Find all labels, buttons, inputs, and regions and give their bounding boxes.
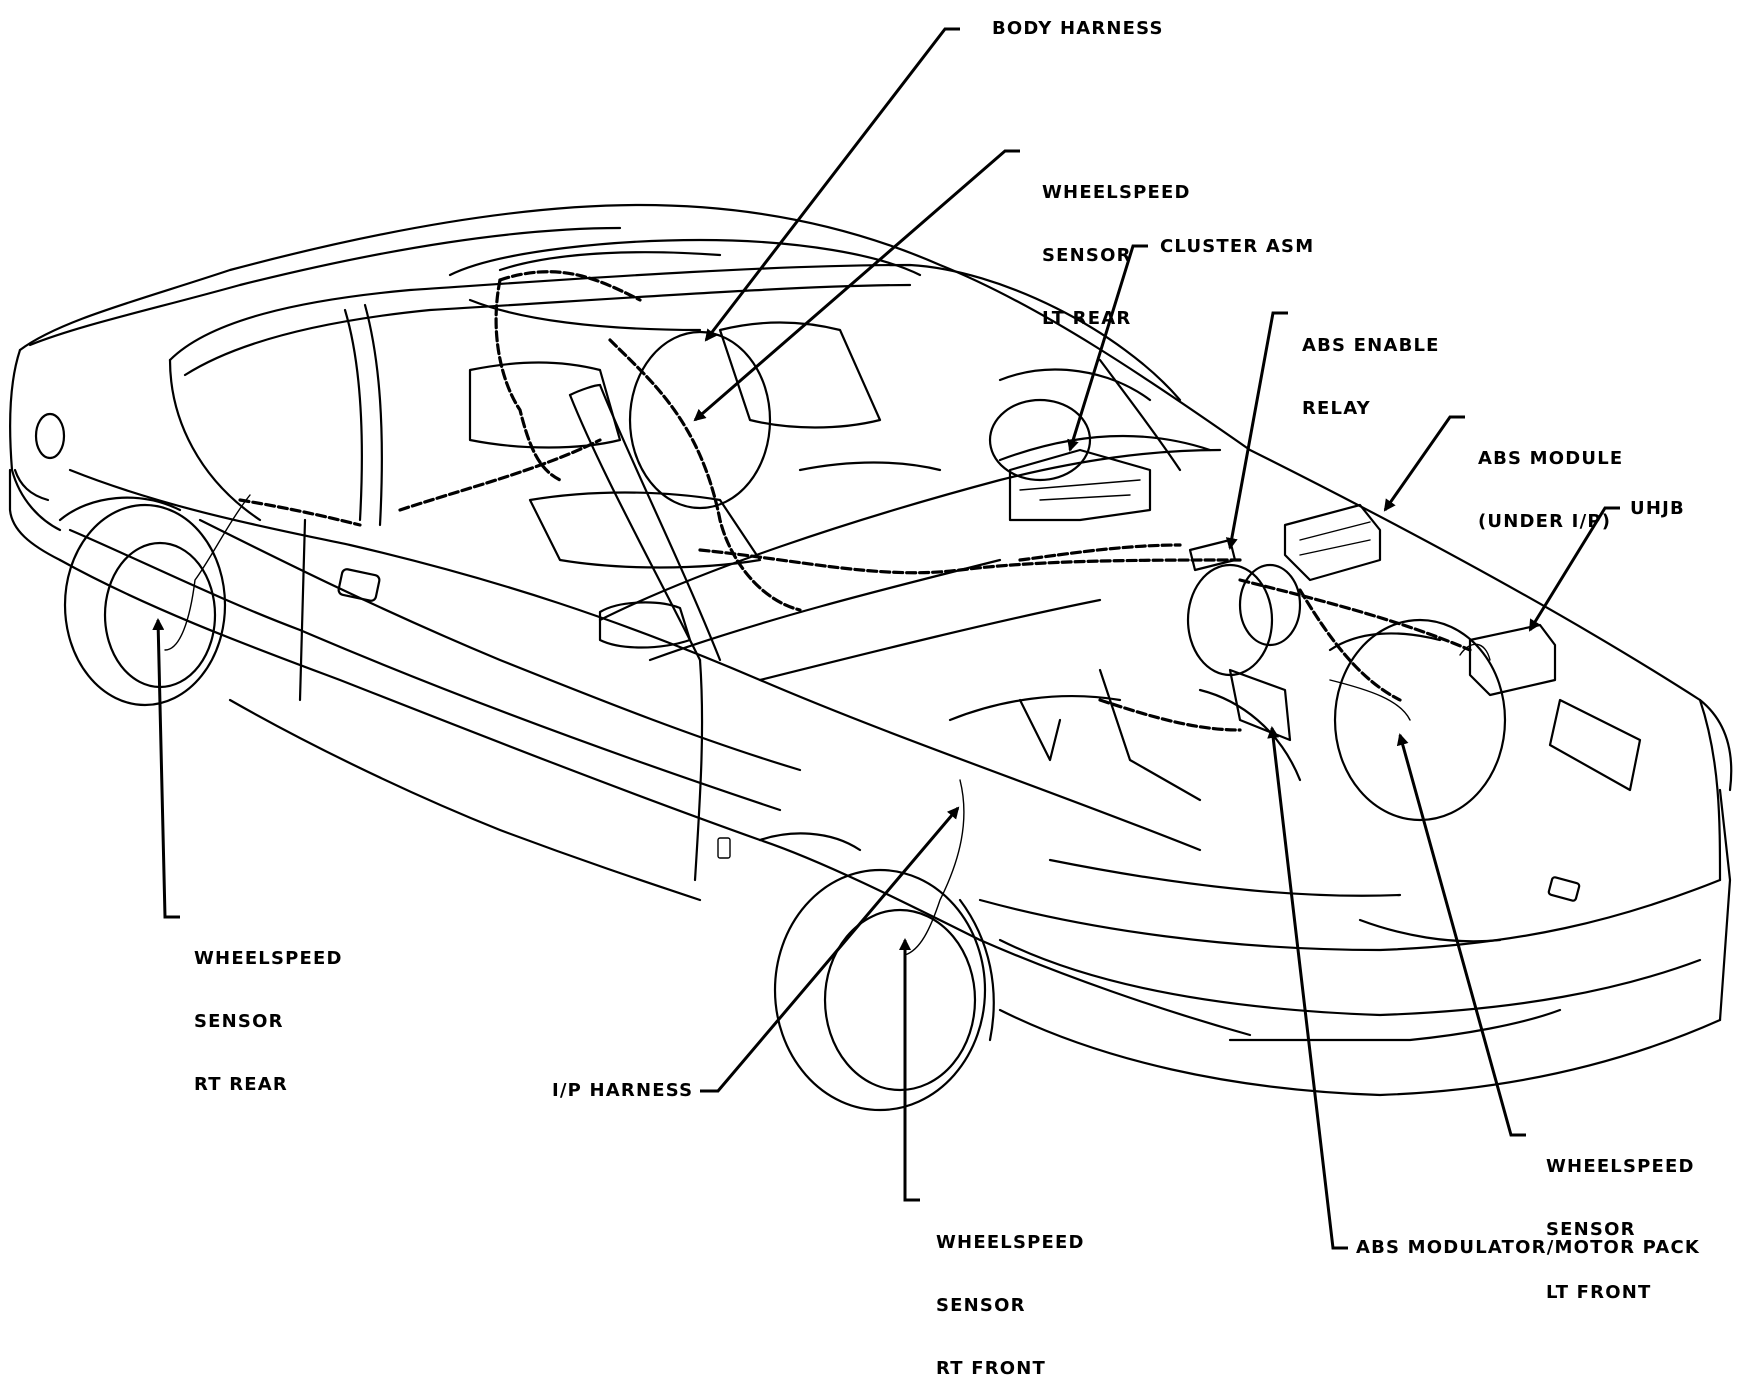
leader-lines (152, 27, 1620, 1250)
label-line: SENSOR (1546, 1219, 1636, 1240)
cabin (168, 238, 1302, 802)
label-ip-harness: I/P HARNESS (552, 1080, 694, 1101)
label-wheelspeed-sensor-rt-rear: WHEELSPEED SENSOR RT REAR (194, 906, 343, 1116)
label-abs-modulator-motor-pack: ABS MODULATOR/MOTOR PACK (1356, 1237, 1701, 1258)
label-line: SENSOR (194, 1011, 284, 1032)
wheels (58, 330, 1507, 1112)
label-abs-enable-relay: ABS ENABLE RELAY (1302, 293, 1440, 440)
label-line: (UNDER I/P) (1478, 511, 1612, 532)
label-line: LT REAR (1042, 308, 1132, 329)
label-abs-module: ABS MODULE (UNDER I/P) (1478, 406, 1623, 553)
label-line: RELAY (1302, 398, 1371, 419)
label-uhjb: UHJB (1630, 498, 1685, 519)
label-line: WHEELSPEED (1042, 182, 1191, 203)
label-line: SENSOR (936, 1295, 1026, 1316)
label-body-harness: BODY HARNESS (992, 18, 1164, 39)
label-wheelspeed-sensor-rt-front: WHEELSPEED SENSOR RT FRONT (936, 1190, 1085, 1400)
label-line: ABS MODULE (1478, 448, 1624, 469)
label-line: LT FRONT (1546, 1282, 1652, 1303)
label-line: WHEELSPEED (936, 1232, 1085, 1253)
label-line: WHEELSPEED (1546, 1156, 1695, 1177)
label-line: SENSOR (1042, 245, 1132, 266)
label-wheelspeed-sensor-lt-rear: WHEELSPEED SENSOR LT REAR (1042, 140, 1191, 350)
label-wheelspeed-sensor-lt-front: WHEELSPEED SENSOR LT FRONT (1546, 1114, 1695, 1324)
car-body (8, 203, 1733, 1097)
wiring-harness (164, 270, 1472, 956)
car-line-drawing (8, 27, 1733, 1250)
abs-component-locator-diagram: BODY HARNESS WHEELSPEED SENSOR LT REAR C… (8, 18, 1733, 1379)
label-line: ABS ENABLE (1302, 335, 1440, 356)
label-line: RT REAR (194, 1074, 288, 1095)
label-cluster-asm: CLUSTER ASM (1160, 236, 1315, 257)
label-line: WHEELSPEED (194, 948, 343, 969)
label-line: RT FRONT (936, 1358, 1046, 1379)
components (1008, 448, 1557, 742)
